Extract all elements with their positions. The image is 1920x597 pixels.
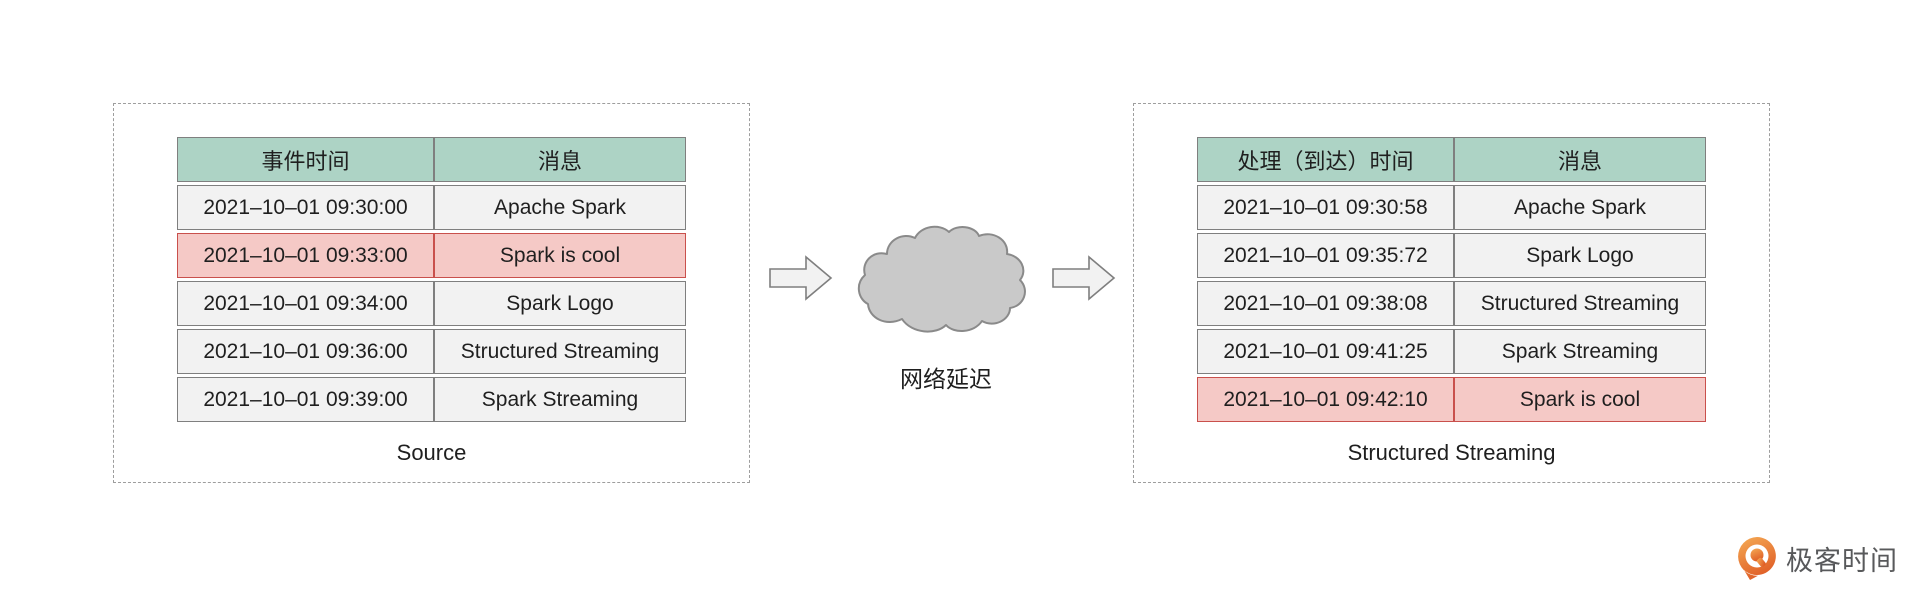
arrival-time-cell: 2021–10–01 09:35:72 xyxy=(1197,233,1454,278)
message-cell: Spark Streaming xyxy=(434,377,686,422)
message-cell: Apache Spark xyxy=(434,185,686,230)
event-time-cell: 2021–10–01 09:39:00 xyxy=(177,377,434,422)
message-cell: Spark is cool xyxy=(434,233,686,278)
source-header-message: 消息 xyxy=(434,137,686,182)
table-row: 2021–10–01 09:34:00 Spark Logo xyxy=(177,281,686,326)
table-row: 2021–10–01 09:38:08 Structured Streaming xyxy=(1197,281,1706,326)
geektime-brand-name: 极客时间 xyxy=(1786,546,1898,576)
message-cell: Structured Streaming xyxy=(434,329,686,374)
network-delay-label: 网络延迟 xyxy=(900,366,992,392)
table-row: 2021–10–01 09:30:58 Apache Spark xyxy=(1197,185,1706,230)
table-row: 2021–10–01 09:39:00 Spark Streaming xyxy=(177,377,686,422)
message-cell: Spark Logo xyxy=(434,281,686,326)
source-caption: Source xyxy=(396,440,467,465)
geektime-logo-icon xyxy=(1737,536,1777,581)
structured-streaming-panel: 处理（到达）时间 消息 2021–10–01 09:30:58 Apache S… xyxy=(1133,103,1770,483)
arrival-time-cell: 2021–10–01 09:42:10 xyxy=(1197,377,1454,422)
table-row: 2021–10–01 09:42:10 Spark is cool xyxy=(1197,377,1706,422)
arrival-time-cell: 2021–10–01 09:41:25 xyxy=(1197,329,1454,374)
structured-streaming-caption: Structured Streaming xyxy=(1347,440,1556,465)
table-row: 2021–10–01 09:33:00 Spark is cool xyxy=(177,233,686,278)
message-cell: Structured Streaming xyxy=(1454,281,1706,326)
source-header-event-time: 事件时间 xyxy=(177,137,434,182)
event-time-cell: 2021–10–01 09:30:00 xyxy=(177,185,434,230)
event-time-cell: 2021–10–01 09:36:00 xyxy=(177,329,434,374)
source-table: 事件时间 消息 2021–10–01 09:30:00 Apache Spark… xyxy=(177,134,686,425)
message-cell: Spark Streaming xyxy=(1454,329,1706,374)
table-row: 2021–10–01 09:30:00 Apache Spark xyxy=(177,185,686,230)
table-row: 2021–10–01 09:36:00 Structured Streaming xyxy=(177,329,686,374)
processing-header-message: 消息 xyxy=(1454,137,1706,182)
network-cloud-icon xyxy=(856,224,1032,342)
message-cell: Spark is cool xyxy=(1454,377,1706,422)
arrival-time-cell: 2021–10–01 09:30:58 xyxy=(1197,185,1454,230)
event-time-cell: 2021–10–01 09:33:00 xyxy=(177,233,434,278)
flow-arrow-right-icon xyxy=(1052,253,1116,303)
processing-table-header-row: 处理（到达）时间 消息 xyxy=(1197,137,1706,182)
event-time-cell: 2021–10–01 09:34:00 xyxy=(177,281,434,326)
source-table-header-row: 事件时间 消息 xyxy=(177,137,686,182)
flow-arrow-left-icon xyxy=(769,253,833,303)
table-row: 2021–10–01 09:35:72 Spark Logo xyxy=(1197,233,1706,278)
message-cell: Spark Logo xyxy=(1454,233,1706,278)
table-row: 2021–10–01 09:41:25 Spark Streaming xyxy=(1197,329,1706,374)
geektime-brand: 极客时间 xyxy=(1737,536,1898,581)
arrival-time-cell: 2021–10–01 09:38:08 xyxy=(1197,281,1454,326)
message-cell: Apache Spark xyxy=(1454,185,1706,230)
structured-streaming-table: 处理（到达）时间 消息 2021–10–01 09:30:58 Apache S… xyxy=(1197,134,1706,425)
source-panel: 事件时间 消息 2021–10–01 09:30:00 Apache Spark… xyxy=(113,103,750,483)
processing-header-arrival-time: 处理（到达）时间 xyxy=(1197,137,1454,182)
